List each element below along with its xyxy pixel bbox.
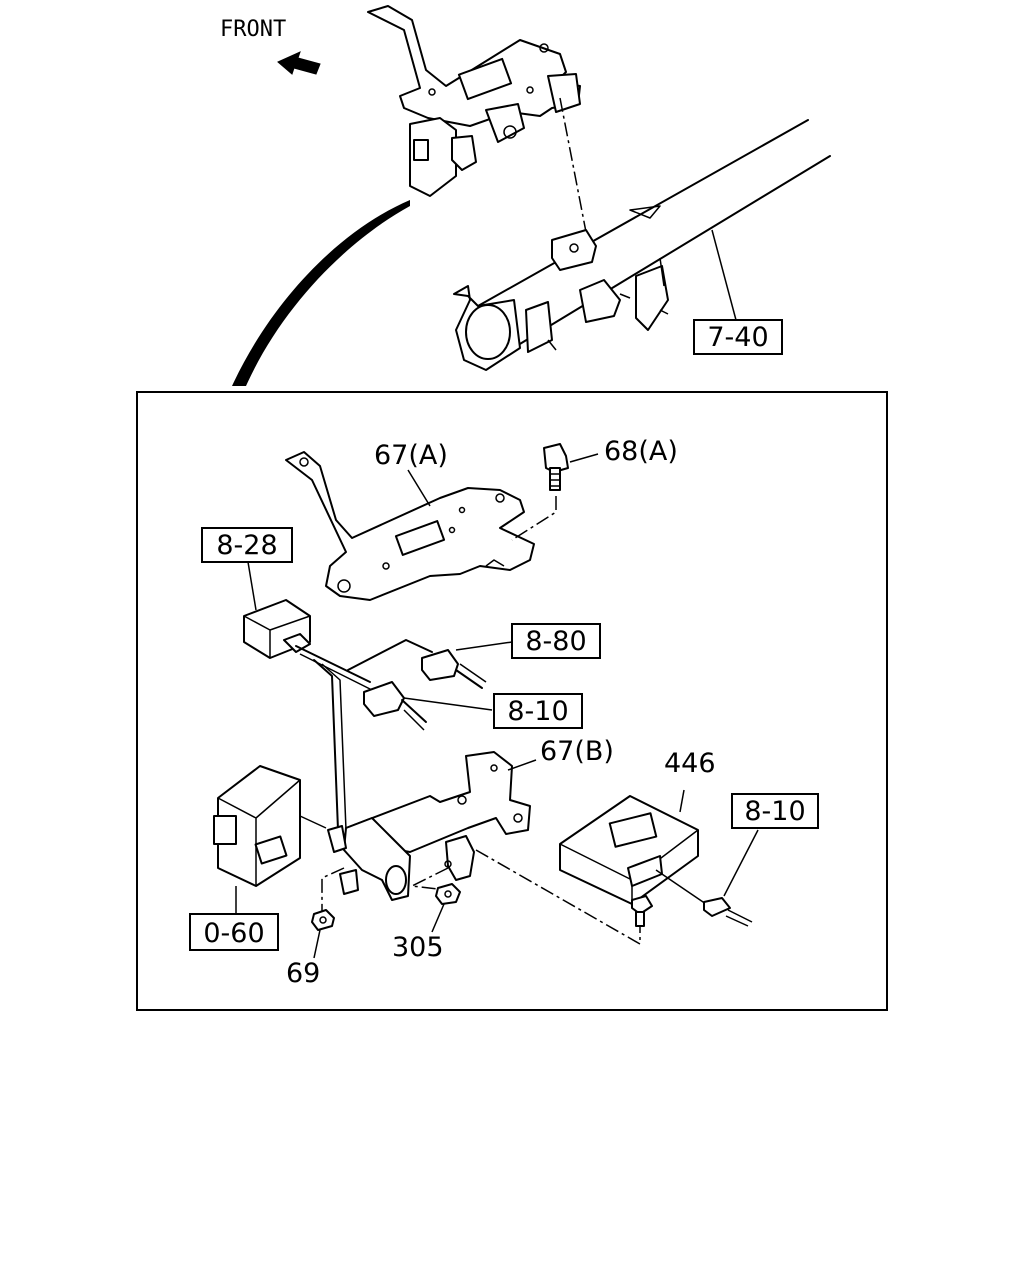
leader-8-10-right — [723, 829, 759, 897]
callout-box-7-40 — [693, 319, 783, 355]
callout-8-10-right: 8-10 — [744, 796, 805, 827]
leader-446 — [679, 789, 685, 813]
leader-7-40 — [711, 229, 737, 321]
callout-box-8-10-left — [493, 693, 583, 729]
nut-69-locator-line — [321, 867, 345, 912]
callout-box-8-80 — [511, 623, 601, 659]
front-arrow-icon — [277, 51, 321, 75]
callout-box-8-10-right — [731, 793, 819, 829]
harness-wire-1 — [295, 645, 371, 683]
detail-swoosh-arrow-icon — [232, 200, 410, 386]
leader-305 — [431, 903, 445, 933]
nut-305 — [435, 883, 461, 905]
callout-67a: 67(A) — [374, 440, 448, 471]
bracket-67a — [285, 451, 535, 601]
callout-8-80: 8-80 — [525, 626, 586, 657]
bolt-68a — [543, 443, 569, 491]
nut-69 — [311, 909, 335, 931]
control-unit-0-60 — [213, 765, 327, 887]
callout-68a: 68(A) — [604, 436, 678, 467]
bolt-locator-line — [511, 496, 557, 541]
connector-8-10-left — [363, 681, 427, 731]
nut-305-locator-line — [409, 867, 449, 891]
leader-67a — [407, 469, 431, 507]
overview-locator-line — [559, 97, 587, 233]
callout-67b: 67(B) — [540, 736, 614, 767]
relay-8-28 — [243, 599, 311, 659]
callout-box-0-60 — [189, 913, 279, 951]
leader-8-80 — [455, 641, 513, 651]
leader-68a — [569, 453, 599, 463]
detail-frame — [136, 391, 888, 1011]
overview-bracket-assembly — [367, 5, 581, 197]
detail-group: 67(A) 68(A) 8-28 — [189, 436, 819, 989]
bracket-67b — [327, 751, 531, 901]
module-446 — [559, 795, 699, 905]
front-label: FRONT — [220, 17, 286, 42]
callout-69: 69 — [286, 958, 320, 989]
connector-8-10-right — [703, 897, 753, 927]
harness-wire-right — [655, 869, 707, 905]
harness-wire-2 — [313, 659, 339, 831]
callout-7-40: 7-40 — [707, 322, 768, 353]
callout-446: 446 — [664, 748, 716, 779]
harness-wire-3 — [347, 639, 433, 671]
leader-69 — [313, 929, 321, 959]
callout-8-28: 8-28 — [216, 530, 277, 561]
callout-305: 305 — [392, 932, 444, 963]
leader-8-28 — [247, 561, 257, 611]
cross-beam — [453, 119, 831, 371]
module-locator-line — [475, 849, 641, 946]
connector-8-80 — [421, 649, 487, 689]
leader-67b — [507, 759, 537, 771]
leader-8-10-left — [403, 697, 493, 711]
callout-box-8-28 — [201, 527, 293, 563]
callout-8-10-left: 8-10 — [507, 696, 568, 727]
screw-module — [631, 895, 653, 927]
callout-0-60: 0-60 — [203, 918, 264, 949]
overview-group: FRONT — [220, 5, 831, 386]
